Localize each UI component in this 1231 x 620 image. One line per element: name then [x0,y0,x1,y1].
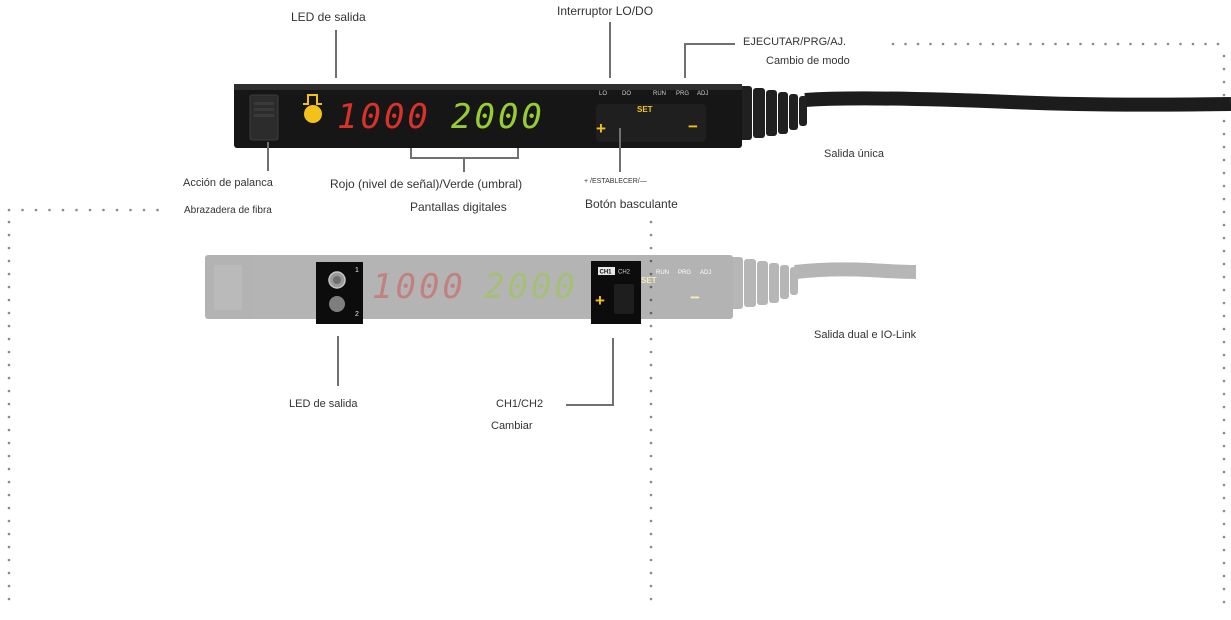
bottom-led-mark-1: 1 [355,267,359,274]
bottom-amplifier: RUN PRG ADJ SET − 1000 2000 1 2 CH1 CH2 … [205,255,917,324]
label-fiber-clamp: Abrazadera de fibra [184,205,272,216]
top-cable [804,91,1231,112]
bottom-led-mark-2: 2 [355,311,359,318]
bottom-cable [794,262,917,279]
label-digital-displays: Pantallas digitales [410,200,507,214]
bottom-red-display: 1000 [372,267,466,307]
top-rocker-button[interactable] [596,104,706,142]
label-single-output: Salida única [824,148,884,160]
bottom-minus-sign: − [690,288,700,307]
top-do-label: DO [622,91,631,97]
label-ch-switch-line1: CH1/CH2 [496,398,544,410]
leader-top-run-prg [684,43,735,78]
bottom-prg-label: PRG [678,270,691,276]
top-red-display: 1000 [337,97,431,137]
bottom-cable-strain-relief [730,257,798,309]
leader-bottom-ch-switch [566,338,614,406]
bottom-leader-lines [337,336,614,406]
label-rocker-button: Botón basculante [585,197,678,211]
top-prg-label: PRG [676,91,689,97]
label-red-green: Rojo (nivel de señal)/Verde (umbral) [330,177,523,191]
top-cable-strain-relief [738,86,807,140]
label-lever-action: Acción de palanca [183,177,273,189]
bottom-ch1-label: CH1 [600,270,613,276]
top-output-led [304,105,322,123]
bottom-plus-sign: + [595,291,605,310]
label-mode-change: Cambio de modo [766,55,850,67]
bottom-ch-switch[interactable] [614,284,634,314]
bottom-ch2-label: CH2 [618,270,631,276]
label-run-prg-adj: EJECUTAR/PRG/AJ. [743,36,847,48]
label-bottom-output-led: LED de salida [289,398,358,410]
top-leader-lines [267,22,735,172]
top-amplifier: 1000 2000 LO DO RUN PRG ADJ + SET − [234,84,1231,148]
bottom-green-display: 2000 [484,267,578,307]
top-pulse-icon [303,94,322,105]
label-dual-output-io-link: Salida dual e IO-Link [814,329,917,341]
top-green-display: 2000 [451,97,545,137]
label-plus-set-minus: + /ESTABLECER/— [584,178,647,185]
top-set-label: SET [637,105,653,114]
bottom-device-body [205,255,733,319]
leader-top-displays [410,148,519,159]
bottom-run-label: RUN [656,270,669,276]
top-fiber-lever[interactable] [249,94,279,141]
bottom-set-label: SET [641,276,657,285]
dotted-separators [7,42,1226,610]
label-top-output-led: LED de salida [291,10,366,24]
top-plus-sign: + [596,119,606,138]
top-run-label: RUN [653,91,666,97]
bottom-led-ch2 [329,296,345,312]
bottom-ch1-tag [598,267,615,275]
label-ch-switch-line2: Cambiar [491,420,533,432]
bottom-adj-label: ADJ [700,270,711,276]
top-minus-sign: − [688,117,698,136]
top-adj-label: ADJ [697,91,708,97]
top-lo-label: LO [599,91,607,97]
label-lo-do-switch: Interruptor LO/DO [557,4,654,18]
